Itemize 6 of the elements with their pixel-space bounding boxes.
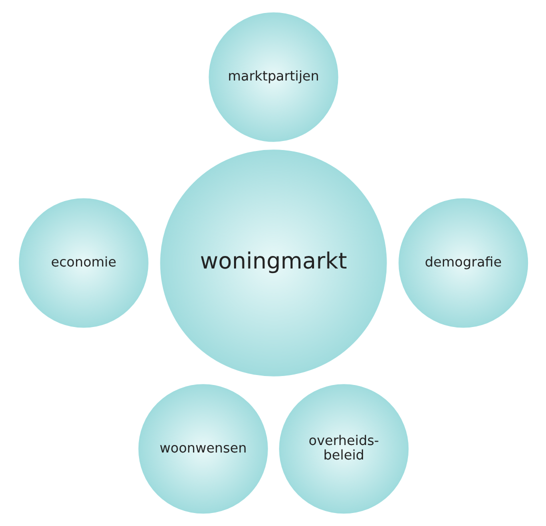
node-circle: woningmarkt <box>160 150 386 376</box>
node-circle: overheids- beleid <box>278 384 408 514</box>
node-circle: marktpartijen <box>208 12 338 142</box>
node-circle: economie <box>18 198 148 328</box>
node-circle: demografie <box>398 198 528 328</box>
node-circle: woonwensen <box>138 384 268 514</box>
